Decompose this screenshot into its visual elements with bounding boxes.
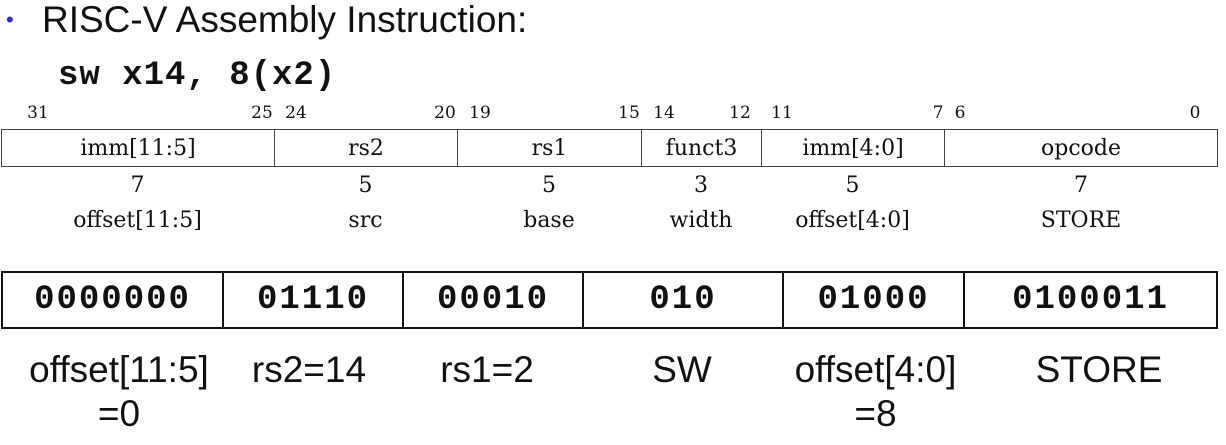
width-imm-11-5: 7 (130, 172, 145, 198)
field-meanings-row: offset[11:5] src base width offset[4:0] … (1, 203, 1218, 237)
slide-heading: RISC-V Assembly Instruction: (42, 0, 528, 40)
label-store: STORE (980, 348, 1218, 436)
decoded-labels-row: offset[11:5] =0 rs2=14 rs1=2 SW offset[4… (1, 348, 1218, 436)
label-offset-11-5-line1: offset[11:5] (29, 349, 209, 390)
binary-imm-11-5: 0000000 (3, 273, 224, 327)
bit-25: 25 (251, 103, 273, 123)
bit-15: 15 (618, 103, 640, 123)
width-rs1: 5 (542, 172, 556, 198)
bit-24: 24 (285, 103, 307, 123)
bit-19: 19 (469, 103, 491, 123)
label-sw-line1: SW (652, 349, 712, 390)
bit-7: 7 (932, 103, 944, 123)
bit-20: 20 (434, 103, 456, 123)
field-imm-4-0: imm[4:0] (762, 130, 945, 166)
field-rs1: rs1 (458, 130, 642, 166)
bit-12: 12 (729, 103, 751, 123)
width-imm-4-0: 5 (845, 172, 860, 198)
meaning-store: STORE (1040, 207, 1122, 233)
binary-imm-4-0: 01000 (784, 273, 965, 327)
meaning-base: base (523, 207, 575, 233)
meaning-offset-4-0: offset[4:0] (795, 207, 910, 233)
label-store-line1: STORE (1035, 349, 1163, 390)
label-rs1-line1: rs1=2 (440, 349, 534, 390)
meaning-src: src (348, 207, 383, 233)
label-offset-11-5-line2: =0 (97, 393, 141, 434)
label-rs1: rs1=2 (381, 348, 593, 436)
label-rs2: rs2=14 (237, 348, 381, 436)
label-rs2-line1: rs2=14 (251, 349, 367, 390)
width-funct3: 3 (694, 172, 708, 198)
label-sw: SW (593, 348, 771, 436)
bullet-point: • (6, 7, 14, 32)
binary-encoding-table: 0000000 01110 00010 010 01000 0100011 (1, 271, 1218, 329)
bit-14: 14 (653, 103, 675, 123)
label-offset-4-0-line2: =8 (854, 393, 897, 434)
bit-31: 31 (27, 103, 49, 123)
bit-0: 0 (1189, 103, 1201, 123)
field-funct3: funct3 (642, 130, 762, 166)
field-imm-11-5: imm[11:5] (2, 130, 275, 166)
binary-rs2: 01110 (224, 273, 404, 327)
bit-6: 6 (954, 103, 966, 123)
meaning-width: width (669, 207, 733, 233)
field-widths-row: 7 5 5 3 5 7 (1, 170, 1218, 200)
label-offset-4-0: offset[4:0] =8 (771, 348, 980, 436)
binary-opcode: 0100011 (1012, 281, 1169, 319)
meaning-offset-11-5: offset[11:5] (73, 207, 202, 233)
label-offset-11-5: offset[11:5] =0 (1, 348, 237, 436)
assembly-instruction: sw x14, 8(x2) (58, 57, 337, 95)
bit-11: 11 (771, 103, 793, 123)
width-opcode: 7 (1074, 172, 1088, 198)
binary-rs1: 00010 (404, 273, 584, 327)
label-offset-4-0-line1: offset[4:0] (794, 349, 957, 390)
instruction-format-table: imm[11:5] rs2 rs1 funct3 imm[4:0] opcode (1, 129, 1218, 167)
field-opcode: opcode (1041, 135, 1121, 161)
field-rs2: rs2 (275, 130, 458, 166)
width-rs2: 5 (358, 172, 373, 198)
binary-funct3: 010 (584, 273, 784, 327)
